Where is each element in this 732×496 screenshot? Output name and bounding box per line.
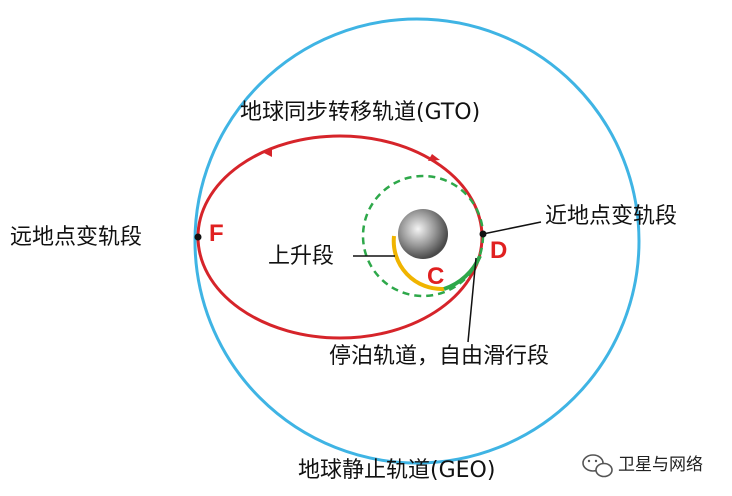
point-d-marker [479, 230, 487, 238]
point-f-marker [194, 233, 202, 241]
perigee-leader-line [482, 221, 542, 235]
gto-direction-arrow [262, 147, 272, 157]
earth [398, 209, 448, 259]
gto-direction-arrow [428, 154, 440, 161]
gto-label: 地球同步转移轨道(GTO) [240, 100, 480, 125]
watermark-text: 卫星与网络 [618, 455, 703, 475]
parking-leader-line [467, 257, 477, 343]
point-c-label: C [427, 263, 444, 290]
watermark: 卫星与网络 [582, 454, 703, 478]
apogee-maneuver-label: 远地点变轨段 [10, 225, 142, 250]
parking-orbit-label: 停泊轨道，自由滑行段 [329, 344, 549, 369]
point-f-label: F [209, 220, 224, 247]
geo-orbit-circle [193, 17, 641, 465]
coast-arc [443, 255, 482, 291]
ascent-arc [391, 235, 445, 292]
wechat-icon [582, 454, 613, 478]
ascent-label: 上升段 [268, 244, 334, 269]
point-d-label: D [490, 237, 507, 264]
perigee-maneuver-label: 近地点变轨段 [545, 204, 677, 229]
geo-label: 地球静止轨道(GEO) [298, 458, 495, 483]
